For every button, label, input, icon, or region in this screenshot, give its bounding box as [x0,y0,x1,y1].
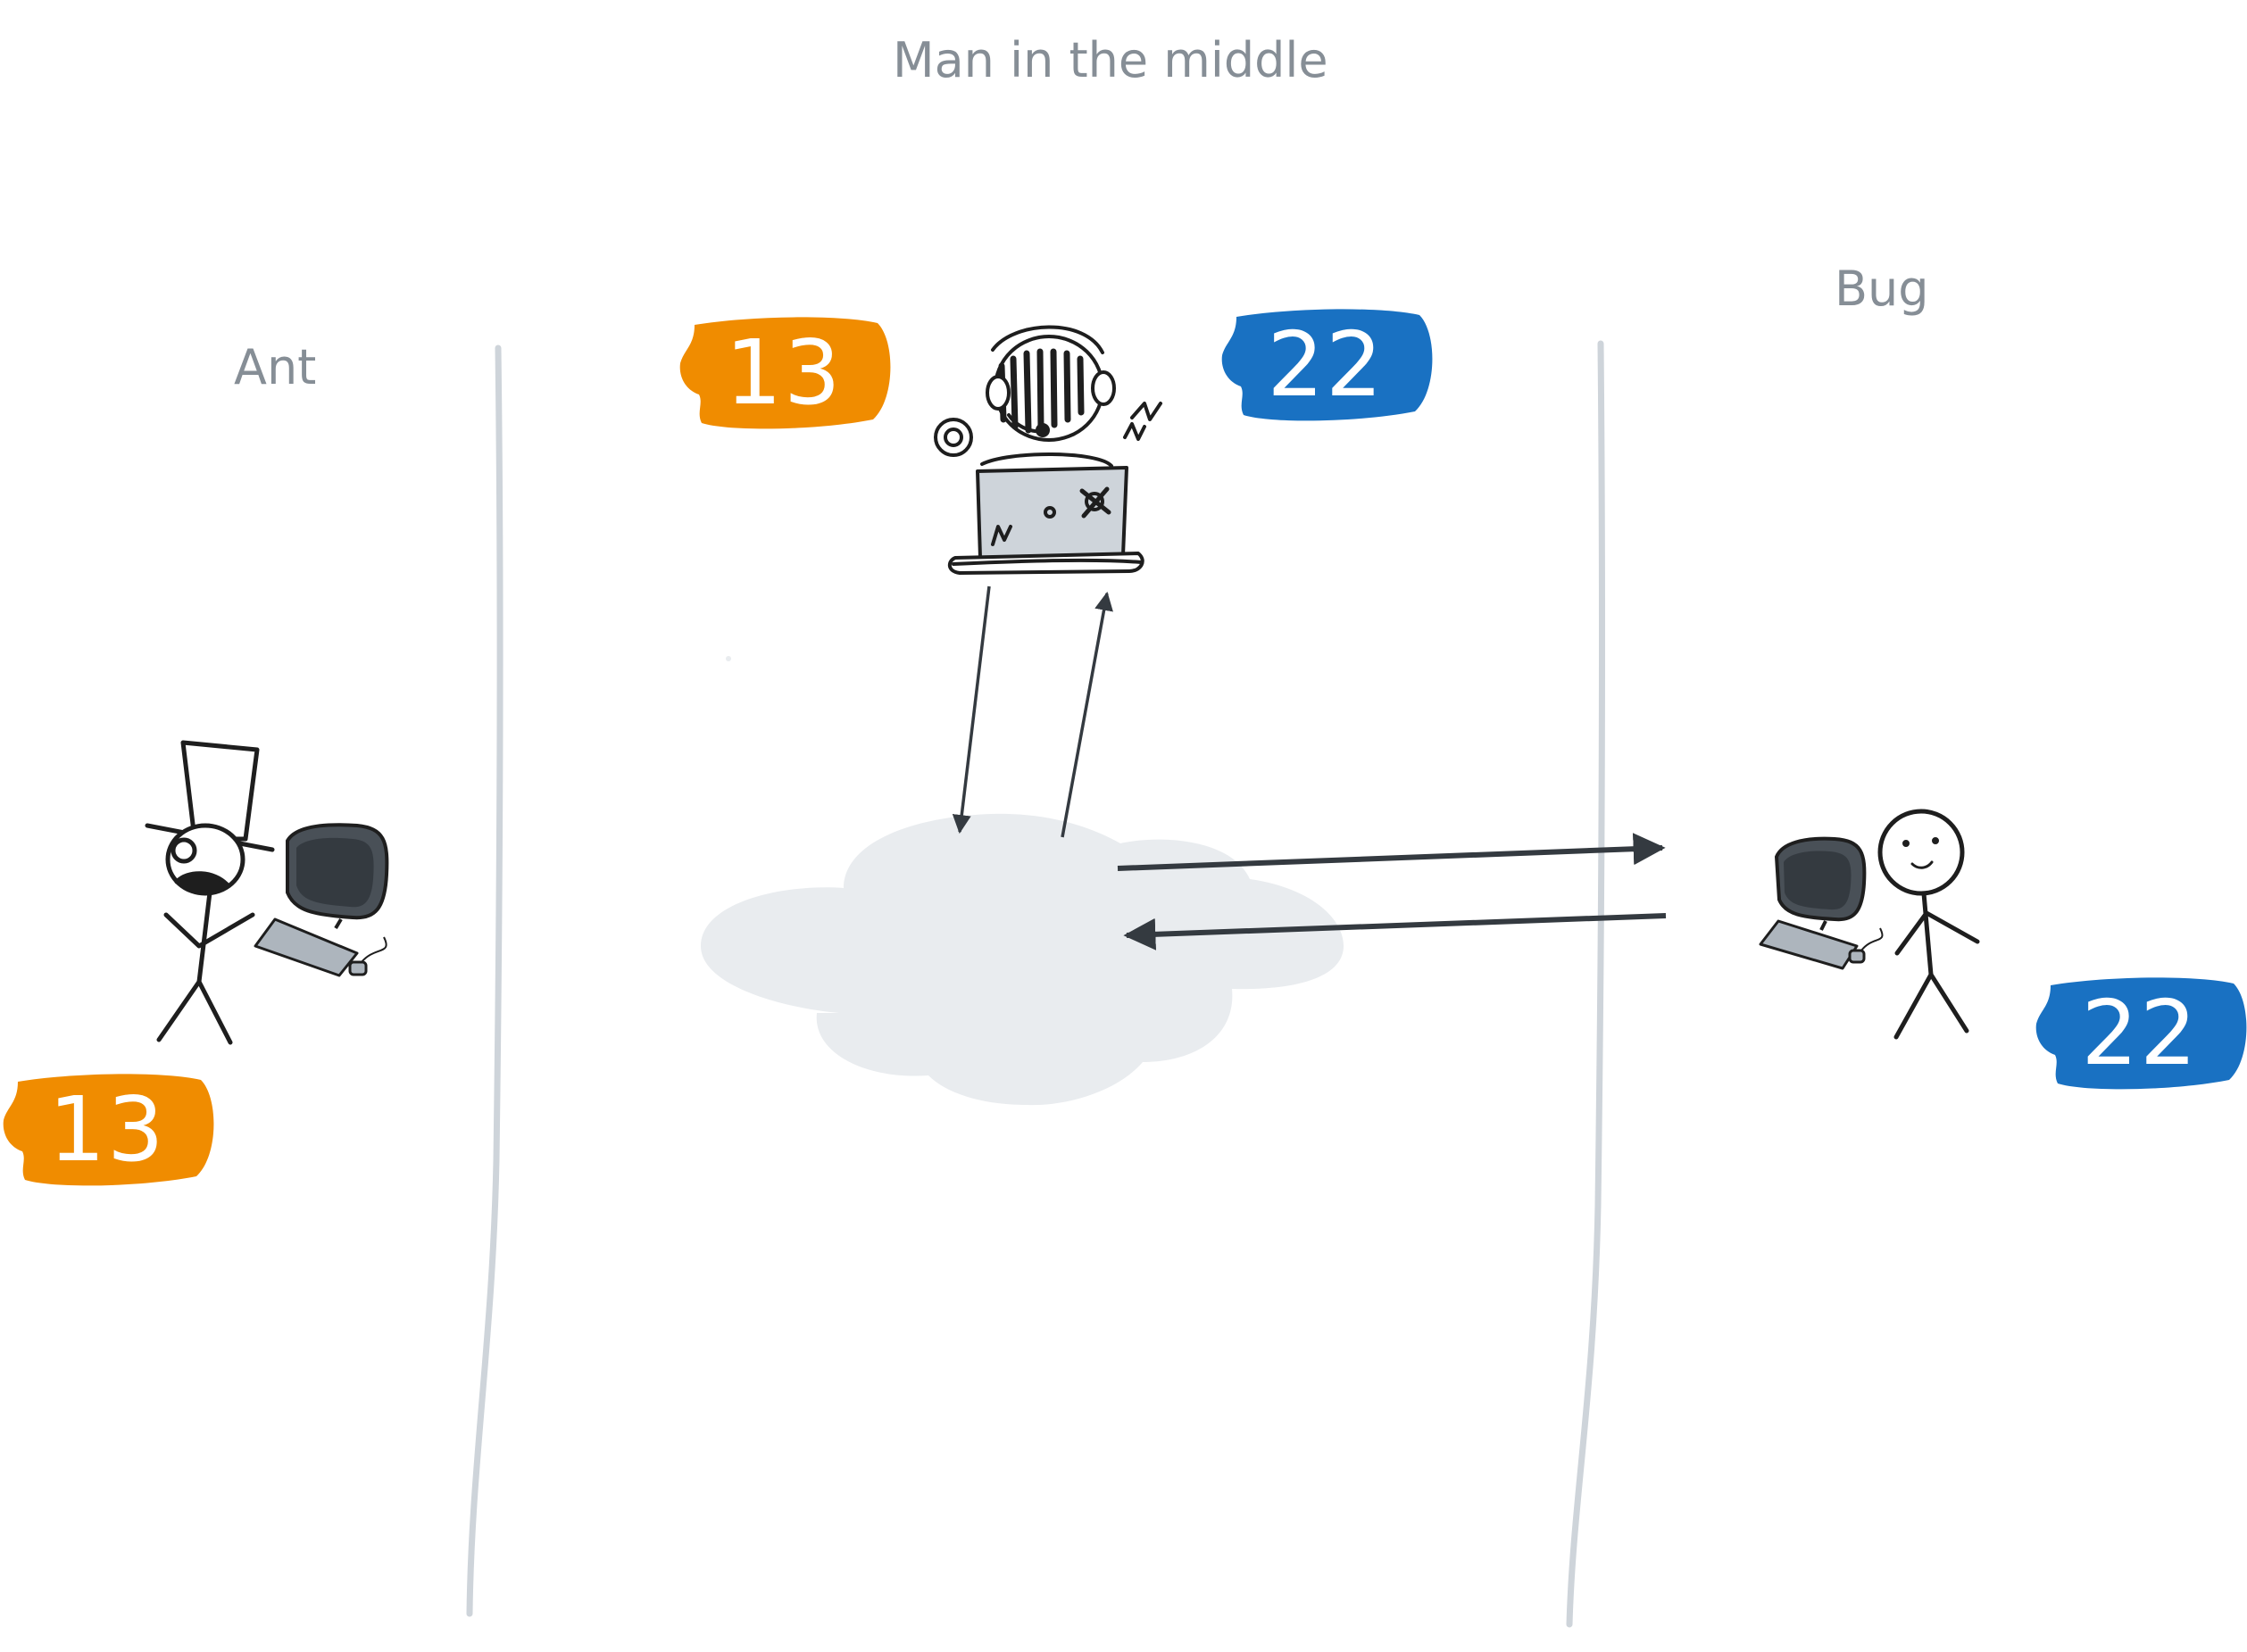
bug-number: 22 [2081,980,2199,1085]
ant-label: Ant [234,339,317,395]
left-divider-line [466,345,503,1617]
laptop-icon [947,466,1144,575]
computer-icon [254,823,389,977]
right-divider-line [1566,340,1605,1628]
hacker-icon [934,325,1162,468]
ant-number-badge: 13 [0,1071,214,1187]
cloud-icon [701,813,1344,1106]
attacker-number-b: 22 [1267,311,1385,417]
bug-number-badge: 22 [2033,975,2247,1091]
attacker-number-a: 13 [725,320,843,425]
arrow-cloud-to-attacker [1061,591,1113,838]
attacker-number-badge-b: 22 [1219,306,1433,422]
top-hat-person-icon [145,740,275,1045]
bug-label: Bug [1835,261,1929,317]
ant-number: 13 [48,1076,166,1182]
arrow-bug-to-cloud [1123,913,1667,951]
diagram-title: Man in the middle [893,32,1328,88]
arrow-attacker-to-cloud [952,585,991,834]
attacker-number-badge-a: 13 [677,314,891,430]
computer-icon-bug [1759,836,1884,970]
stick-person-icon [1877,809,1980,1040]
arrow-cloud-to-bug [1117,833,1666,871]
